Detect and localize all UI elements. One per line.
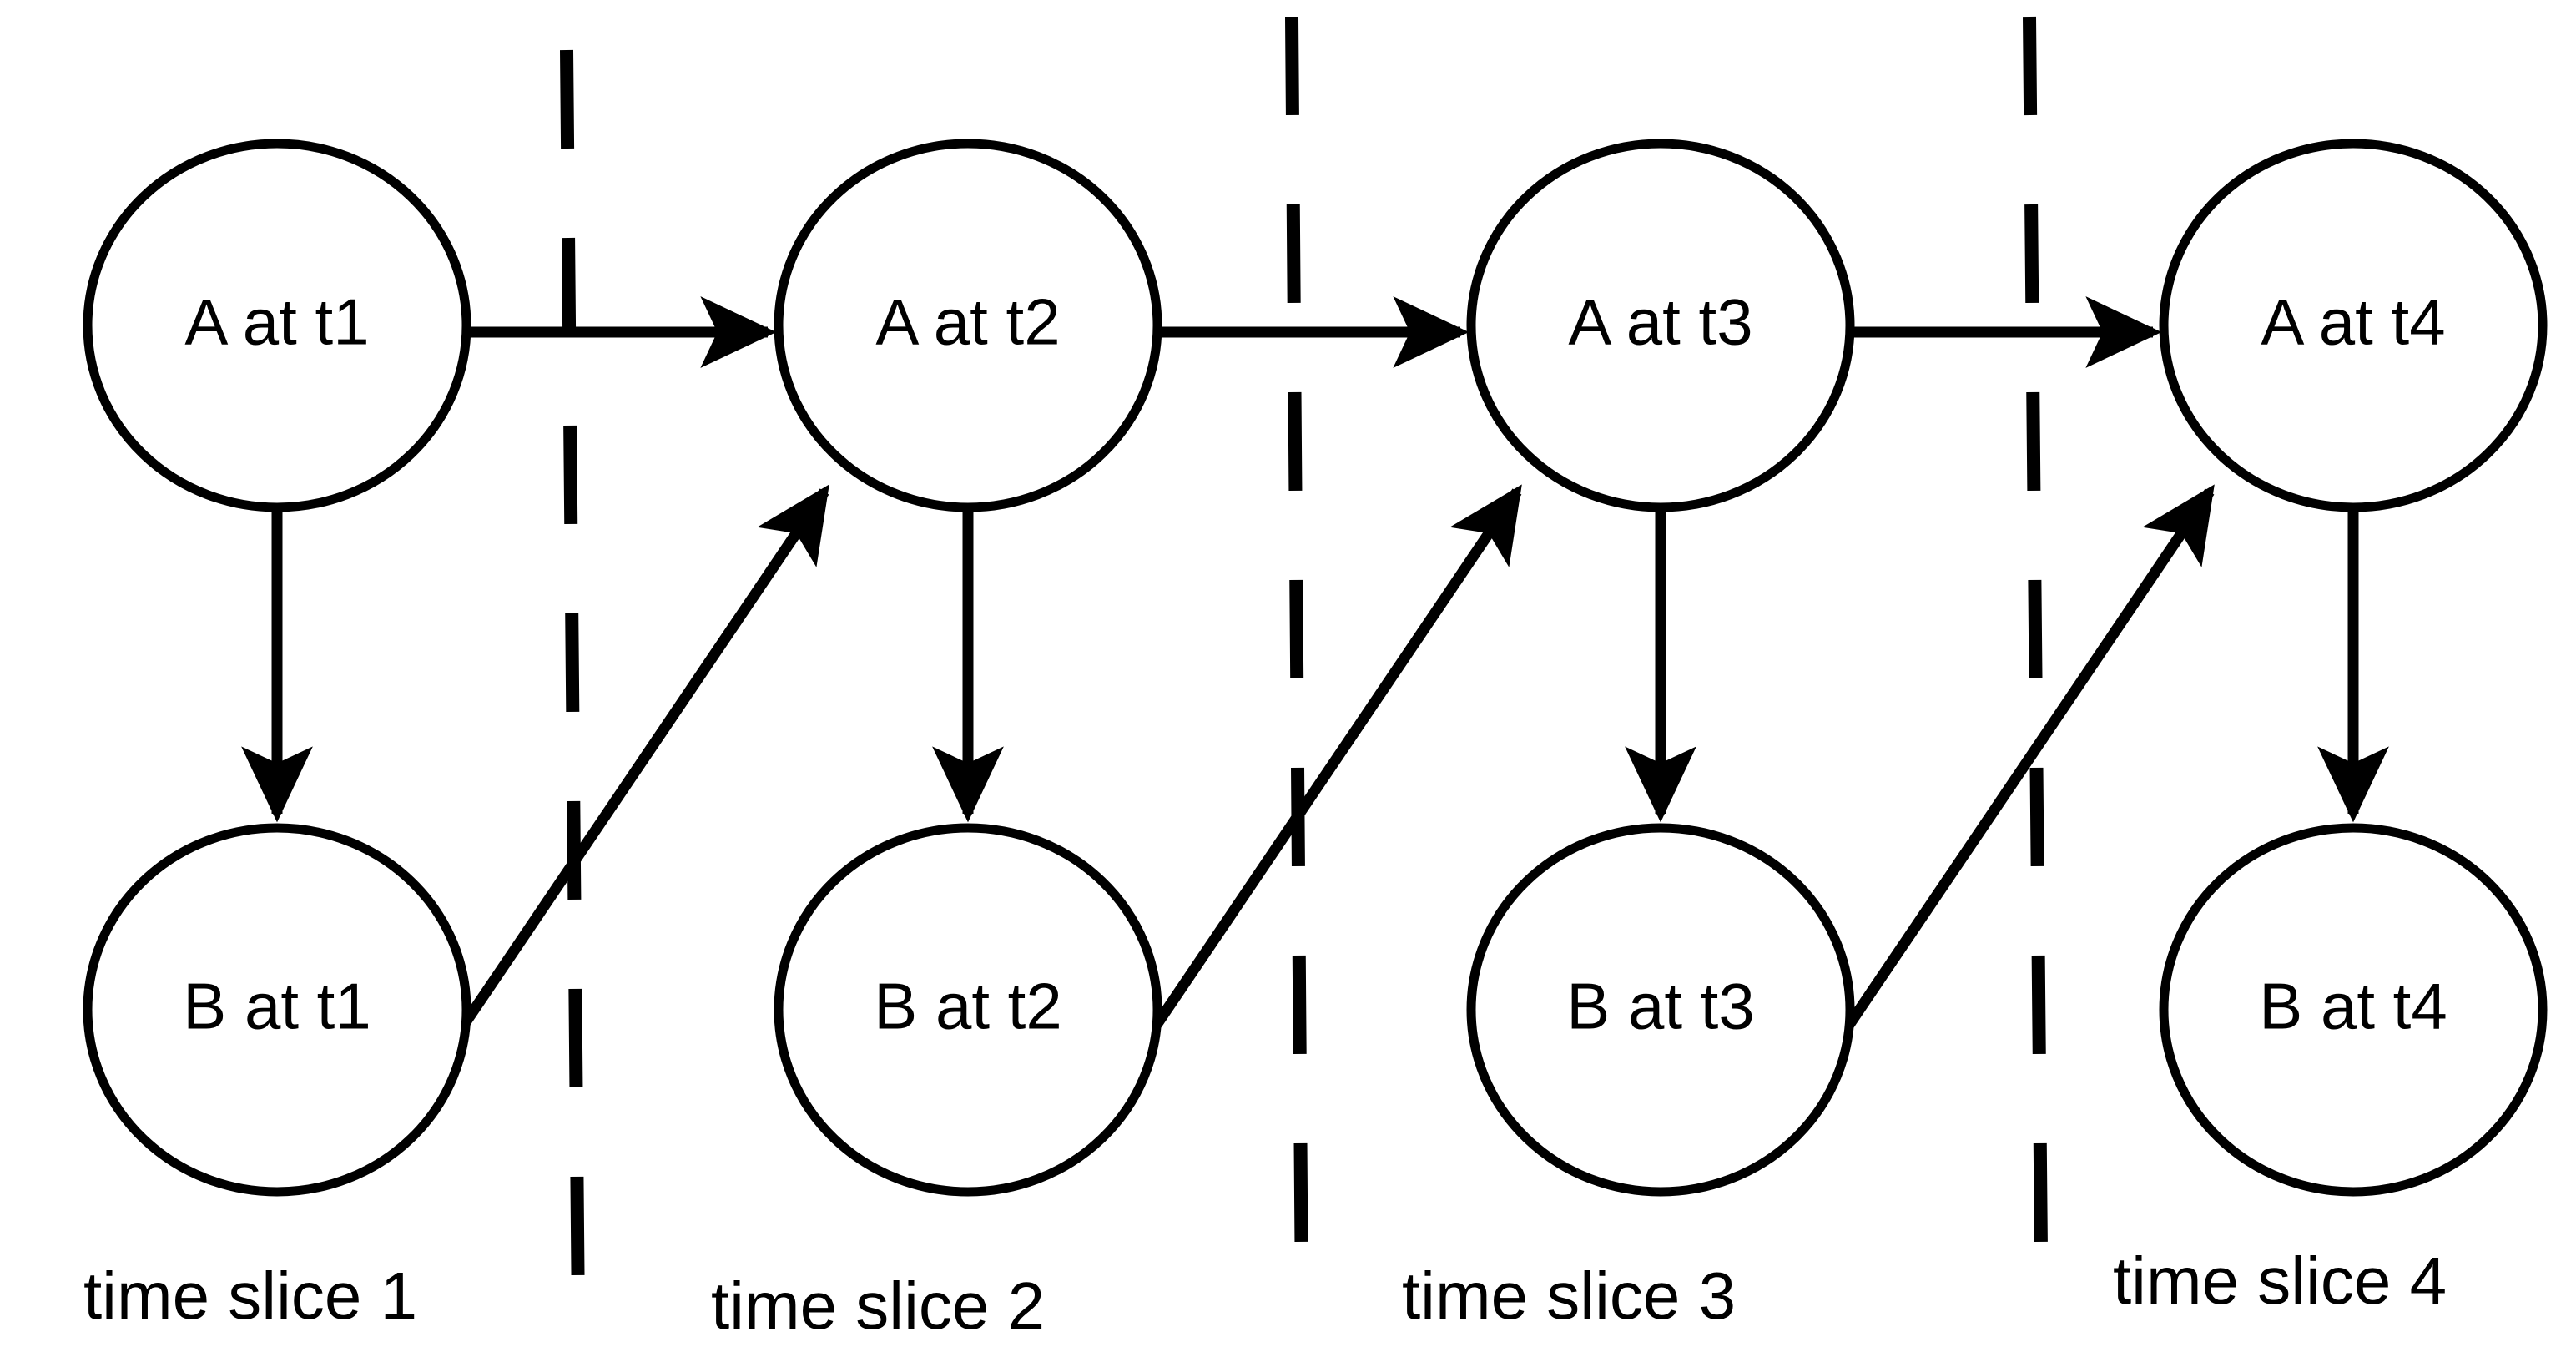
node-circle-b-t4[interactable]	[2159, 823, 2548, 1197]
node-label-b-t2: B at t2	[874, 970, 1061, 1043]
graph-nodes: A at t1 A at t2 A at t3 A at t4 B at t1	[83, 139, 2548, 1197]
time-slice-label-4: time slice 4	[2113, 1243, 2447, 1318]
node-label-a-t3: A at t3	[1568, 285, 1752, 359]
time-slice-dividers	[560, 16, 2048, 1319]
edge-b3-to-a4	[1844, 484, 2215, 1028]
edge-b1-to-a2	[459, 484, 829, 1028]
time-slice-label-1: time slice 1	[83, 1259, 417, 1333]
node-a-at-t2[interactable]: A at t2	[774, 139, 1162, 512]
node-label-b-t1: B at t1	[183, 970, 371, 1043]
divider-slice-2-3	[1285, 16, 1308, 1303]
node-circle-a-t2[interactable]	[774, 139, 1162, 512]
graph-edges	[241, 296, 2389, 1028]
node-b-at-t1[interactable]: B at t1	[83, 823, 471, 1197]
node-circle-b-t2[interactable]	[774, 823, 1162, 1197]
node-label-a-t2: A at t2	[875, 285, 1060, 359]
node-b-at-t4[interactable]: B at t4	[2159, 823, 2548, 1197]
time-slice-label-3: time slice 3	[1402, 1259, 1736, 1333]
node-circle-a-t1[interactable]	[83, 139, 471, 512]
node-a-at-t3[interactable]: A at t3	[1466, 139, 1855, 512]
node-a-at-t4[interactable]: A at t4	[2159, 139, 2548, 512]
divider-slice-1-2	[560, 49, 585, 1319]
node-b-at-t3[interactable]: B at t3	[1466, 823, 1855, 1197]
time-slice-captions: time slice 1 time slice 2 time slice 3 t…	[83, 1243, 2447, 1343]
node-label-b-t3: B at t3	[1566, 970, 1754, 1043]
divider-slice-3-4	[2023, 16, 2048, 1253]
node-a-at-t1[interactable]: A at t1	[83, 139, 471, 512]
time-slice-label-2: time slice 2	[711, 1269, 1045, 1343]
node-label-b-t4: B at t4	[2259, 970, 2447, 1043]
node-label-a-t1: A at t1	[184, 285, 369, 359]
node-circle-a-t4[interactable]	[2159, 139, 2548, 512]
node-circle-b-t3[interactable]	[1466, 823, 1855, 1197]
node-label-a-t4: A at t4	[2261, 285, 2445, 359]
node-circle-b-t1[interactable]	[83, 823, 471, 1197]
node-circle-a-t3[interactable]	[1466, 139, 1855, 512]
edge-b2-to-a3	[1152, 484, 1522, 1028]
node-b-at-t2[interactable]: B at t2	[774, 823, 1162, 1197]
